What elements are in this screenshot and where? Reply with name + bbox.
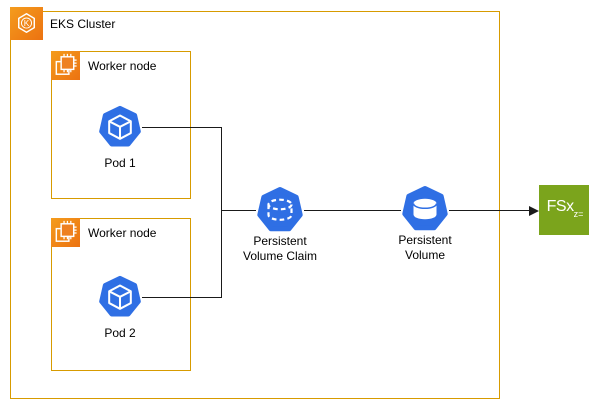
connector-pod2-junction (142, 297, 221, 298)
worker-node-2-label: Worker node (88, 226, 157, 240)
fsx-label: FSx (546, 198, 574, 215)
arrowhead-to-fsx (529, 205, 539, 216)
pv-label-line2: Volume (404, 248, 446, 262)
fsx-logo-text: FSxz= (546, 198, 584, 219)
pod-2-icon (98, 275, 142, 319)
pv-label-line1: Persistent (398, 233, 452, 247)
pvc-label-line1: Persistent (253, 234, 307, 248)
pvc-label-line2: Volume Claim (242, 249, 318, 263)
worker-node-2-container (51, 218, 191, 371)
cluster-label: EKS Cluster (50, 17, 116, 31)
eks-cluster-icon: K (10, 7, 43, 40)
connector-pod1-junction (142, 127, 221, 128)
pod-2-label: Pod 2 (104, 326, 136, 340)
svg-text:K: K (24, 19, 30, 28)
worker-node-1-label: Worker node (88, 59, 157, 73)
worker-node-2-chip-icon (51, 218, 80, 247)
pvc-label: Persistent Volume Claim (230, 234, 330, 264)
pod-1-icon (98, 105, 142, 149)
pv-label: Persistent Volume (375, 233, 475, 263)
worker-node-1-chip-icon (51, 51, 80, 80)
persistent-volume-claim-icon (256, 186, 304, 234)
connector-junction-pvc (221, 210, 256, 211)
connector-pvc-pv (304, 210, 401, 211)
pod-1-label: Pod 1 (104, 156, 136, 170)
persistent-volume-icon (401, 185, 449, 233)
fsx-icon: FSxz= (539, 185, 589, 235)
connector-junction-vertical (221, 127, 222, 298)
eks-cluster-container (10, 11, 500, 399)
worker-node-1-container (51, 51, 191, 199)
connector-pv-fsx (449, 210, 530, 211)
fsx-sub-label: z= (573, 209, 584, 219)
